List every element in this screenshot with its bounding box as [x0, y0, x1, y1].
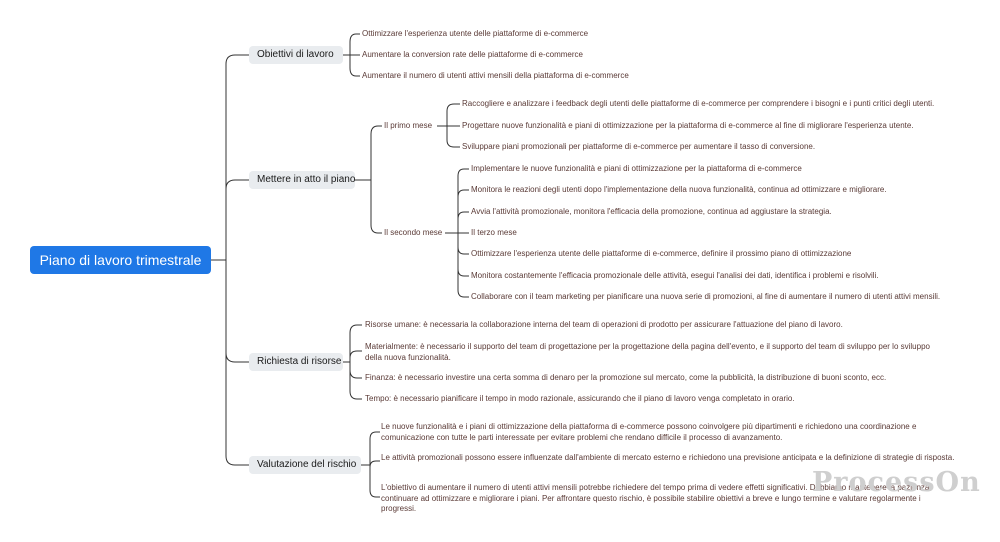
- topic-mettere[interactable]: Mettere in atto il piano: [249, 171, 355, 189]
- leaf-richiesta-1[interactable]: Risorse umane: è necessaria la collabora…: [365, 320, 843, 329]
- leaf-primo-3[interactable]: Sviluppare piani promozionali per piatta…: [462, 142, 816, 151]
- leaf-secondo-7[interactable]: Collaborare con il team marketing per pi…: [471, 292, 941, 301]
- leaf-obiettivi-2[interactable]: Aumentare la conversion rate delle piatt…: [362, 50, 583, 59]
- subtopic-primo-mese[interactable]: Il primo mese: [384, 121, 433, 130]
- topic-obiettivi[interactable]: Obiettivi di lavoro: [249, 46, 343, 64]
- leaf-valutazione-1[interactable]: Le nuove funzionalità e i piani di ottim…: [381, 422, 917, 442]
- leaf-valutazione-3[interactable]: L'obiettivo di aumentare il numero di ut…: [381, 483, 932, 513]
- leaf-obiettivi-3[interactable]: Aumentare il numero di utenti attivi men…: [362, 71, 629, 80]
- root-topic[interactable]: Piano di lavoro trimestrale: [30, 246, 211, 274]
- leaf-secondo-2[interactable]: Monitora le reazioni degli utenti dopo l…: [471, 185, 887, 194]
- leaf-obiettivi-1[interactable]: Ottimizzare l'esperienza utente delle pi…: [362, 29, 589, 38]
- leaf-secondo-6[interactable]: Monitora costantemente l'efficacia promo…: [471, 271, 879, 280]
- leaf-terzo-mese[interactable]: Il terzo mese: [471, 228, 517, 237]
- topic-richiesta[interactable]: Richiesta di risorse: [249, 353, 343, 371]
- subtopic-secondo-mese[interactable]: Il secondo mese: [384, 228, 443, 237]
- topic-valutazione[interactable]: Valutazione del rischio: [249, 456, 361, 474]
- leaf-richiesta-2[interactable]: Materialmente: è necessario il supporto …: [365, 342, 930, 362]
- leaf-richiesta-4[interactable]: Tempo: è necessario pianificare il tempo…: [365, 394, 795, 403]
- processon-watermark: ProcessOn: [812, 467, 981, 498]
- leaf-primo-1[interactable]: Raccogliere e analizzare i feedback degl…: [462, 99, 935, 108]
- leaf-primo-2[interactable]: Progettare nuove funzionalità e piani di…: [462, 121, 914, 130]
- leaf-secondo-3[interactable]: Avvia l'attività promozionale, monitora …: [471, 207, 832, 216]
- leaf-valutazione-2[interactable]: Le attività promozionali possono essere …: [381, 453, 955, 462]
- leaf-richiesta-3[interactable]: Finanza: è necessario investire una cert…: [365, 373, 887, 382]
- leaf-secondo-1[interactable]: Implementare le nuove funzionalità e pia…: [471, 164, 802, 173]
- leaf-secondo-5[interactable]: Ottimizzare l'esperienza utente delle pi…: [471, 249, 852, 258]
